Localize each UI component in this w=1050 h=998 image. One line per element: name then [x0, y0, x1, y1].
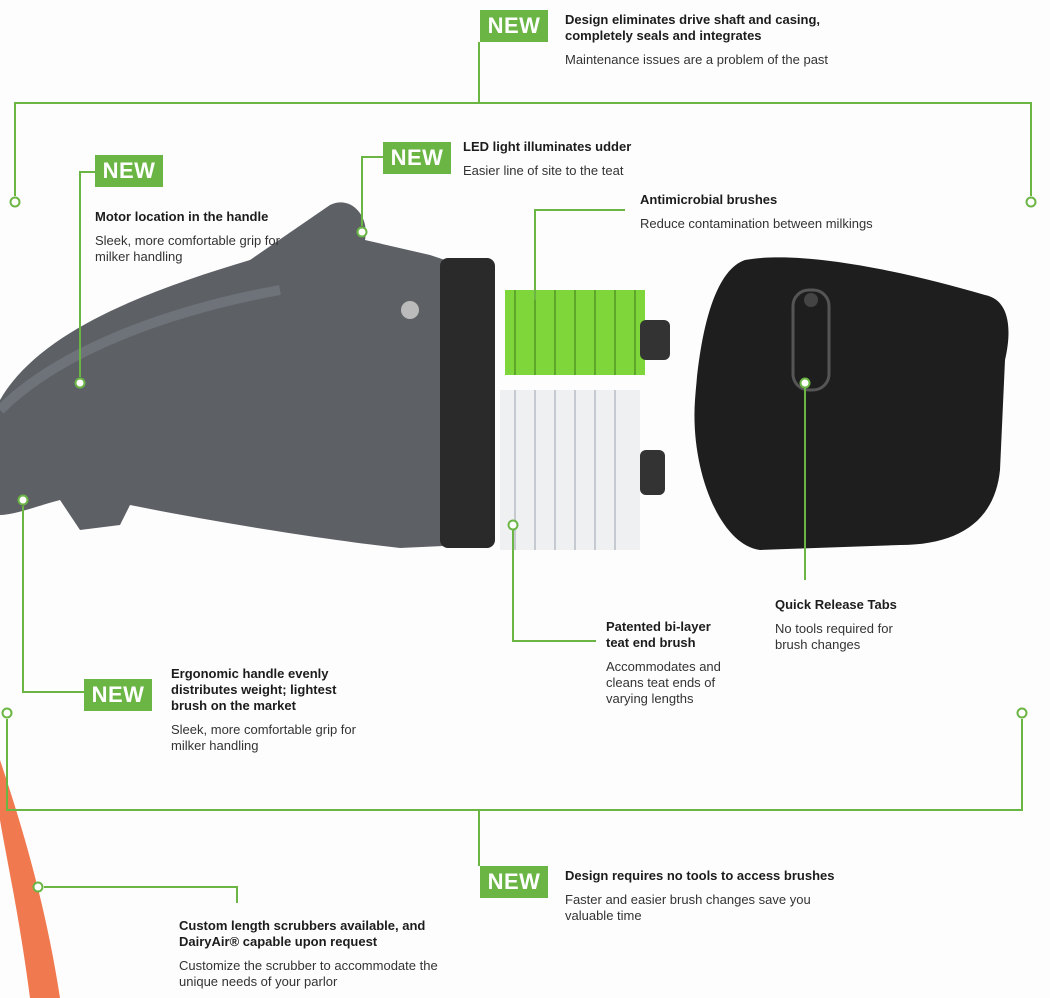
new-badge: NEW [480, 866, 548, 898]
callout-title: Ergonomic handle evenly distributes weig… [171, 666, 337, 713]
callout-quick-release: Quick Release Tabs No tools required for… [775, 597, 915, 653]
callout-description: Maintenance issues are a problem of the … [565, 52, 829, 67]
callout-antimicrobial: Antimicrobial brushes Reduce contaminati… [640, 192, 920, 232]
callout-custom-length: Custom length scrubbers available, and D… [179, 918, 444, 990]
new-badge: NEW [84, 679, 152, 711]
callout-title: Patented bi-layer teat end brush [606, 619, 711, 650]
callout-description: Accommodates and cleans teat ends of var… [606, 659, 721, 706]
callout-motor: Motor location in the handle Sleek, more… [95, 209, 295, 265]
callout-dots [1, 196, 1037, 893]
new-badge: NEW [95, 155, 163, 187]
callout-title: LED light illuminates udder [463, 139, 632, 154]
brush-device-image [0, 202, 1009, 550]
callout-description: Reduce contamination between milkings [640, 216, 873, 231]
callout-description: No tools required for brush changes [775, 621, 893, 652]
callout-title: Antimicrobial brushes [640, 192, 778, 207]
new-badge: NEW [480, 10, 548, 42]
callout-description: Sleek, more comfortable grip for milker … [95, 233, 280, 264]
callout-title: Motor location in the handle [95, 209, 269, 224]
callout-title: Design requires no tools to access brush… [565, 868, 835, 883]
callout-title: Quick Release Tabs [775, 597, 897, 612]
callout-title: Custom length scrubbers available, and D… [179, 918, 426, 949]
new-badge: NEW [383, 142, 451, 174]
callout-led-light: LED light illuminates udder Easier line … [463, 139, 683, 179]
callout-title: Design eliminates drive shaft and casing… [565, 12, 821, 43]
callout-drive-shaft: Design eliminates drive shaft and casing… [565, 12, 855, 68]
callout-lines [6, 42, 1032, 903]
hose-image [0, 760, 60, 998]
callout-bi-layer: Patented bi-layer teat end brush Accommo… [606, 619, 736, 707]
callout-description: Faster and easier brush changes save you… [565, 892, 811, 923]
callout-no-tools: Design requires no tools to access brush… [565, 868, 845, 924]
callout-description: Easier line of site to the teat [463, 163, 624, 178]
callout-description: Customize the scrubber to accommodate th… [179, 958, 438, 989]
callout-description: Sleek, more comfortable grip for milker … [171, 722, 356, 753]
callout-ergonomic: Ergonomic handle evenly distributes weig… [171, 666, 356, 754]
